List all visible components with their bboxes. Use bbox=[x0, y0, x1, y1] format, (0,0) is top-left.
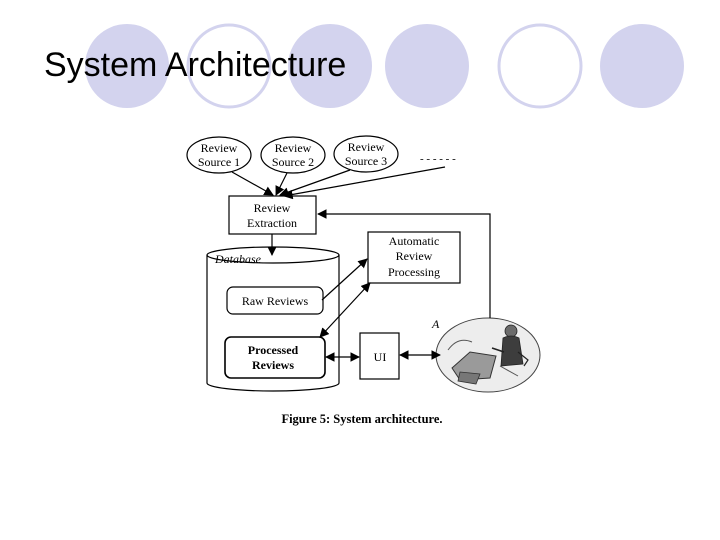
deco-circle-5 bbox=[497, 23, 583, 109]
extraction-label: Review bbox=[254, 201, 291, 215]
arrow-source1-to-extraction bbox=[231, 171, 274, 196]
arrow-source3-to-extraction bbox=[279, 169, 351, 197]
deco-circle-4 bbox=[385, 24, 469, 108]
arrow-source2-to-extraction bbox=[275, 172, 288, 196]
database-cylinder bbox=[206, 255, 340, 392]
source-3-label: Review bbox=[348, 140, 385, 154]
review-source-3-node bbox=[333, 135, 399, 173]
ui-label: UI bbox=[374, 350, 387, 364]
stray-mark-label: A bbox=[431, 317, 440, 331]
arrow-more-sources-to-extraction bbox=[283, 166, 446, 200]
automatic-review-processing-node bbox=[367, 231, 461, 284]
processed-reviews-node bbox=[224, 336, 326, 379]
ui-node bbox=[359, 332, 400, 380]
processed-label-2: Reviews bbox=[252, 358, 294, 372]
automatic-label-2: Review bbox=[396, 249, 433, 263]
title-decoration bbox=[85, 23, 684, 109]
source-1-label: Review bbox=[201, 141, 238, 155]
source-2-label: Review bbox=[275, 141, 312, 155]
arrow-user-feedback-to-extraction bbox=[317, 209, 491, 318]
review-source-1-node bbox=[186, 136, 252, 174]
source-2-label-2: Source 2 bbox=[272, 155, 314, 169]
extraction-label-2: Extraction bbox=[247, 216, 297, 230]
arrow-automatic-to-processed bbox=[319, 282, 371, 338]
automatic-label-3: Processing bbox=[388, 265, 440, 279]
more-sources-label: - - - - - - bbox=[420, 153, 456, 165]
source-1-label-2: Source 1 bbox=[198, 155, 240, 169]
deco-circle-3 bbox=[288, 24, 372, 108]
review-source-2-node bbox=[260, 136, 326, 174]
figure-caption: Figure 5: System architecture. bbox=[281, 412, 442, 426]
source-3-label-2: Source 3 bbox=[345, 154, 387, 168]
deco-circle-2 bbox=[186, 23, 272, 109]
database-label: Database bbox=[214, 252, 262, 266]
deco-circle-6 bbox=[600, 24, 684, 108]
processed-label: Processed bbox=[248, 343, 299, 357]
person-at-computer-icon bbox=[435, 317, 541, 393]
deco-circle-1 bbox=[85, 24, 169, 108]
slide-title: System Architecture bbox=[44, 46, 347, 84]
raw-reviews-label: Raw Reviews bbox=[242, 294, 309, 308]
automatic-label: Automatic bbox=[389, 234, 440, 248]
